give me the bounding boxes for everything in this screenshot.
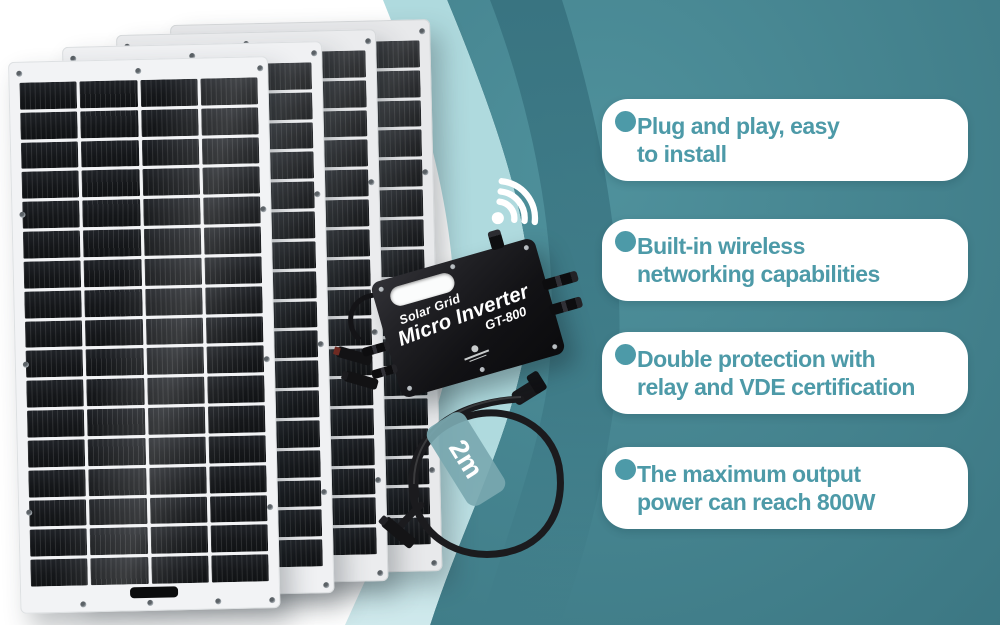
feature-text: Double protection with relay and VDE cer… <box>637 345 966 401</box>
feature-line: relay and VDE certification <box>637 374 915 400</box>
bullet-dot-icon <box>615 344 636 365</box>
wifi-icon <box>491 178 539 226</box>
bullet-dot-icon <box>615 231 636 252</box>
screw <box>449 263 456 270</box>
feature-text: The maximum output power can reach 800W <box>637 460 966 516</box>
screw <box>479 366 486 373</box>
feature-card-max-power: The maximum output power can reach 800W <box>602 447 968 529</box>
feature-line: The maximum output <box>637 461 861 487</box>
feature-line: power can reach 800W <box>637 489 876 515</box>
feature-text: Built-in wireless networking capabilitie… <box>637 232 966 288</box>
cable-end <box>395 501 425 532</box>
feature-line: networking capabilities <box>637 261 880 287</box>
feature-card-protection: Double protection with relay and VDE cer… <box>602 332 968 414</box>
feature-line: Built-in wireless <box>637 233 805 259</box>
feature-card-wireless: Built-in wireless networking capabilitie… <box>602 219 968 301</box>
inverter-logo <box>454 338 499 368</box>
bullet-dot-icon <box>615 459 636 480</box>
feature-card-plug-and-play: Plug and play, easy to install <box>602 99 968 181</box>
dark-arc-band <box>480 0 620 625</box>
screw <box>551 343 558 350</box>
screw <box>523 244 530 251</box>
cable-coil <box>408 395 564 558</box>
feature-line: Double protection with <box>637 346 876 372</box>
screw <box>378 286 385 293</box>
feature-line: Plug and play, easy <box>637 113 840 139</box>
feature-line: to install <box>637 141 727 167</box>
mc4-connector <box>341 370 379 390</box>
mc4-connector <box>333 346 373 366</box>
mc4-connector-end <box>378 515 416 549</box>
screw <box>406 385 413 392</box>
feature-text: Plug and play, easy to install <box>637 112 966 168</box>
bullet-dot-icon <box>615 111 636 132</box>
